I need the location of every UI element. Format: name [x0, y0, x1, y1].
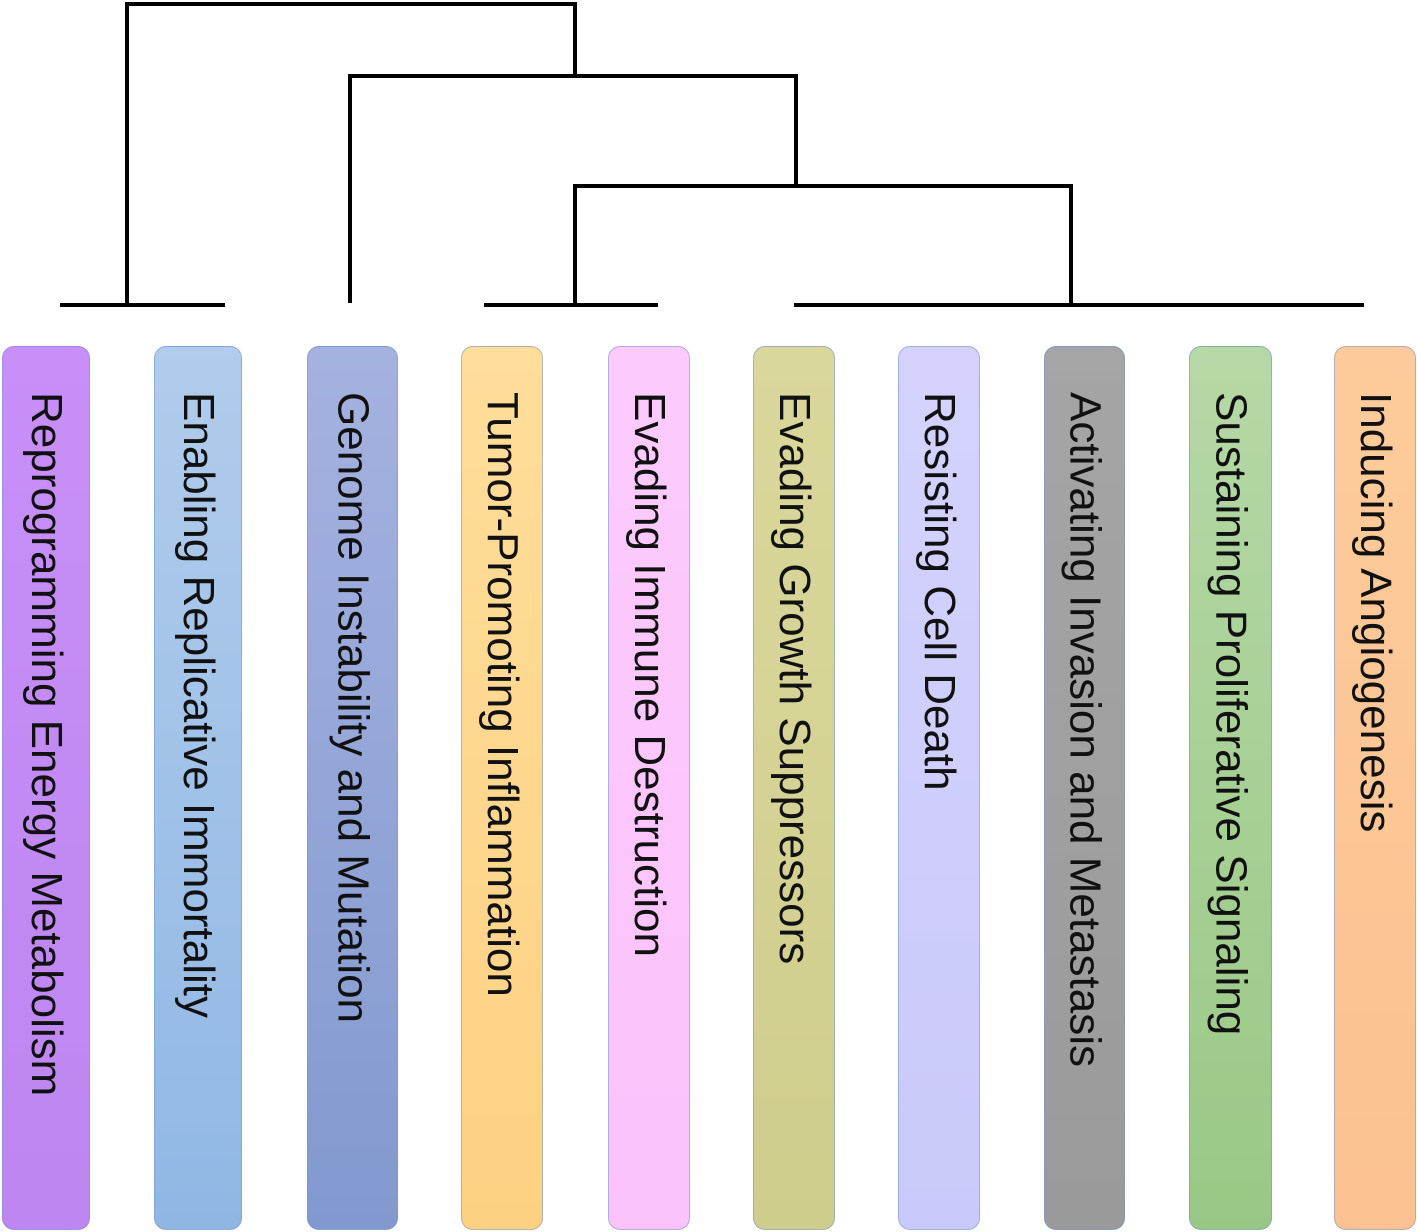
hallmark-label: Reprogramming Energy Metabolism — [22, 392, 71, 1097]
hallmark-bar-enabling-replicative-immortality: Enabling Replicative Immortality — [154, 346, 242, 1230]
hallmark-label: Inducing Angiogenesis — [1351, 392, 1400, 833]
hallmark-label: Evading Growth Suppressors — [770, 392, 819, 965]
hallmark-bar-genome-instability-and-mutation: Genome Instability and Mutation — [307, 346, 398, 1230]
hallmark-bar-evading-growth-suppressors: Evading Growth Suppressors — [753, 346, 835, 1230]
hallmark-bar-tumor-promoting-inflammation: Tumor-Promoting Inflammation — [461, 346, 543, 1230]
hallmark-label: Tumor-Promoting Inflammation — [478, 392, 527, 997]
hallmark-label: Resisting Cell Death — [915, 392, 964, 791]
hallmark-bar-resisting-cell-death: Resisting Cell Death — [898, 346, 980, 1230]
hallmark-label: Evading Immune Destruction — [625, 392, 674, 957]
hallmark-label: Enabling Replicative Immortality — [174, 392, 223, 1019]
hallmark-label: Activating Invasion and Metastasis — [1060, 392, 1110, 1068]
hallmark-bar-sustaining-proliferative-signaling: Sustaining Proliferative Signaling — [1189, 346, 1272, 1230]
third-level-link — [573, 184, 1073, 303]
dendrogram-tree — [60, 2, 1364, 307]
hallmark-label: Genome Instability and Mutation — [328, 392, 378, 1024]
second-level-link — [348, 74, 798, 303]
hallmark-bar-activating-invasion-and-metastasis: Activating Invasion and Metastasis — [1044, 346, 1125, 1230]
hallmark-label: Sustaining Proliferative Signaling — [1206, 392, 1256, 1036]
root-link — [125, 2, 577, 303]
hallmark-bar-inducing-angiogenesis: Inducing Angiogenesis — [1334, 346, 1416, 1230]
hallmark-bar-evading-immune-destruction: Evading Immune Destruction — [608, 346, 690, 1230]
hallmark-bar-reprogramming-energy-metabolism: Reprogramming Energy Metabolism — [2, 346, 90, 1230]
